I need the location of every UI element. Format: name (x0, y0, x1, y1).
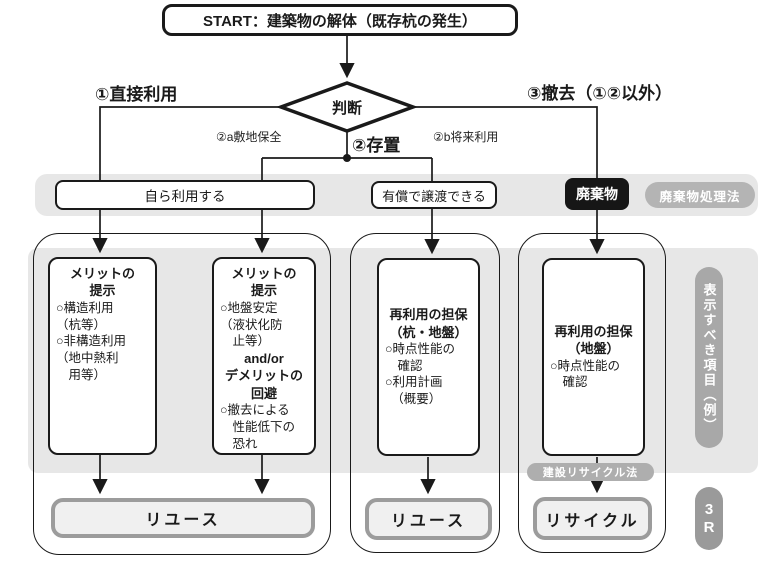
line-branch3 (413, 106, 598, 180)
three-r-line2: R (703, 518, 715, 536)
start-node: START：建築物の解体（既存杭の発生） (162, 4, 518, 36)
three-r-line1: 3 (704, 501, 714, 519)
column-text-line: メリットの (69, 266, 135, 281)
column-text-line: ○構造利用 (56, 300, 114, 315)
column-text-line: 止等） (220, 334, 271, 349)
badge-three-r: 3 R (695, 487, 723, 550)
group-waste-outline (518, 233, 666, 553)
column-text-line: （地盤） (567, 341, 620, 357)
line-branch1 (99, 106, 281, 182)
branch-label-site-preservation: ②a敷地保全 (216, 130, 282, 144)
column-text-line: （概要） (385, 392, 442, 407)
badge-waste-disposal-law: 廃棄物処理法 (645, 182, 755, 208)
node-transfer-paid: 有償で譲渡できる (371, 181, 497, 209)
column-text-line: メリットの (231, 266, 297, 281)
column-text-line: デメリットの (224, 368, 303, 384)
node-waste-label: 廃棄物 (576, 186, 618, 202)
node-transfer-paid-label: 有償で譲渡できる (382, 188, 486, 204)
outcome-reuse-1-label: リユース (145, 512, 221, 529)
column-text-line: 確認 (385, 358, 423, 373)
column-text-line: 用等） (56, 367, 107, 382)
badge-display-items-example-label: 表示すべき項目（例） (701, 282, 717, 433)
decision-diamond (275, 81, 419, 133)
badge-display-items-example: 表示すべき項目（例） (695, 267, 723, 448)
column-text-line: ○時点性能の (550, 358, 621, 373)
decision-node-label: 判断 (331, 100, 362, 117)
column-text-line: ○地盤安定 (220, 300, 278, 315)
column-reuse-guarantee-pile-ground: 再利用の担保（杭・地盤）○時点性能の 確認 ○利用計画 （概要） (377, 258, 480, 456)
badge-waste-disposal-law-label: 廃棄物処理法 (659, 189, 741, 204)
column-text-line: 再利用の担保 (554, 323, 633, 339)
column-text-line: and/or (244, 351, 284, 367)
column-text-line: 再利用の担保 (389, 307, 468, 323)
column-merit-structural: メリットの提示○構造利用 （杭等） ○非構造利用 （地中熱利 用等） (48, 257, 157, 455)
column-text-line: ○利用計画 (385, 375, 443, 390)
badge-construction-recycle-law: 建設リサイクル法 (527, 463, 654, 481)
column-text-line: ○時点性能の (385, 341, 456, 356)
column-text-line: （液状化防 (220, 317, 283, 332)
node-use-self-label: 自ら利用する (144, 189, 226, 204)
branch-label-future-use: ②b将来利用 (433, 130, 499, 144)
outcome-reuse-2-label: リユース (390, 513, 467, 530)
node-waste: 廃棄物 (565, 178, 629, 210)
column-text-line: （杭等） (56, 317, 107, 332)
outcome-reuse-1: リユース (51, 498, 315, 538)
branch-label-removal: ③撤去（①②以外） (527, 84, 673, 103)
column-text-line: ○非構造利用 (56, 334, 127, 349)
branch-label-direct-use: ①直接利用 (95, 85, 178, 104)
column-text-line: ○撤去による (220, 403, 290, 418)
column-text-line: 恐れ (220, 436, 258, 451)
branch-label-leave-in-place: ②存置 (352, 136, 401, 155)
junction-dot (343, 154, 351, 162)
column-text-line: 確認 (550, 375, 588, 390)
group-transfer-outline (350, 233, 500, 553)
outcome-recycle: リサイクル (533, 497, 652, 540)
group-direct-use-outline (33, 233, 331, 555)
column-text-line: 性能低下の (220, 420, 296, 435)
column-reuse-guarantee-ground: 再利用の担保 （地盤）○時点性能の 確認 (542, 258, 645, 456)
column-text-line: 提示 (250, 283, 277, 299)
column-text-line: （地中熱利 (56, 351, 119, 366)
start-node-label: START：建築物の解体（既存杭の発生） (203, 12, 477, 30)
badge-construction-recycle-law-label: 建設リサイクル法 (542, 467, 639, 479)
column-text-line: 回避 (250, 385, 277, 401)
column-text-line: （杭・地盤） (389, 324, 468, 340)
node-use-self: 自ら利用する (55, 180, 315, 210)
outcome-reuse-2: リユース (365, 498, 492, 540)
outcome-recycle-label: リサイクル (545, 512, 640, 530)
column-text-line: 提示 (89, 283, 116, 299)
